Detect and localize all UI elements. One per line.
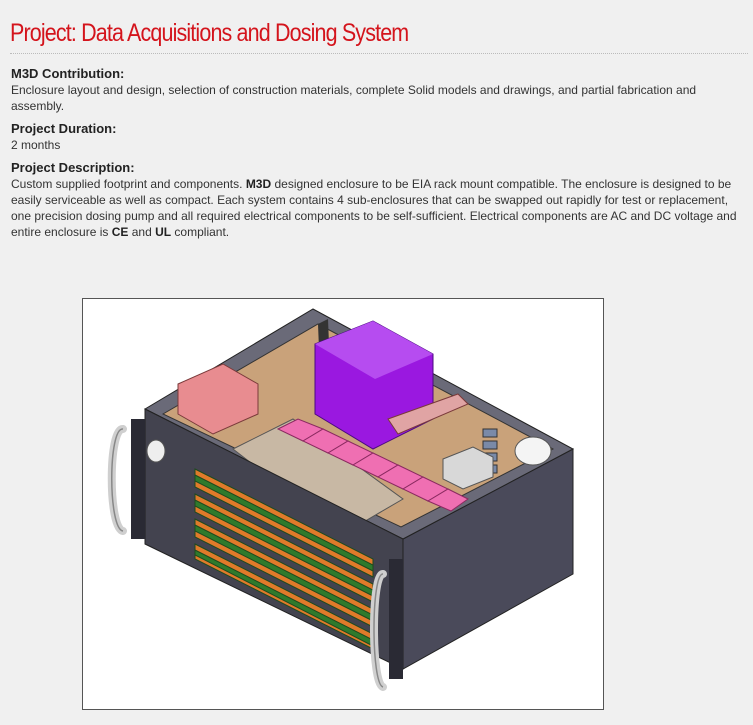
description-text: Custom supplied footprint and components… (11, 177, 737, 239)
description-heading: Project Description: (11, 160, 135, 175)
ce-bold: CE (111, 225, 129, 239)
duration-text: 2 months (11, 138, 61, 152)
duration-heading: Project Duration: (11, 121, 117, 136)
contribution-heading: M3D Contribution: (11, 66, 125, 81)
project-details: M3D Contribution: Enclosure layout and d… (11, 66, 741, 247)
contribution-text: Enclosure layout and design, selection o… (11, 83, 697, 113)
m3d-bold: M3D (245, 177, 272, 191)
enclosure-render (107, 308, 575, 691)
title-divider (10, 53, 748, 54)
page-title: Project: Data Acquisitions and Dosing Sy… (10, 19, 409, 47)
ul-bold: UL (155, 225, 172, 239)
enclosure-image (82, 298, 604, 710)
